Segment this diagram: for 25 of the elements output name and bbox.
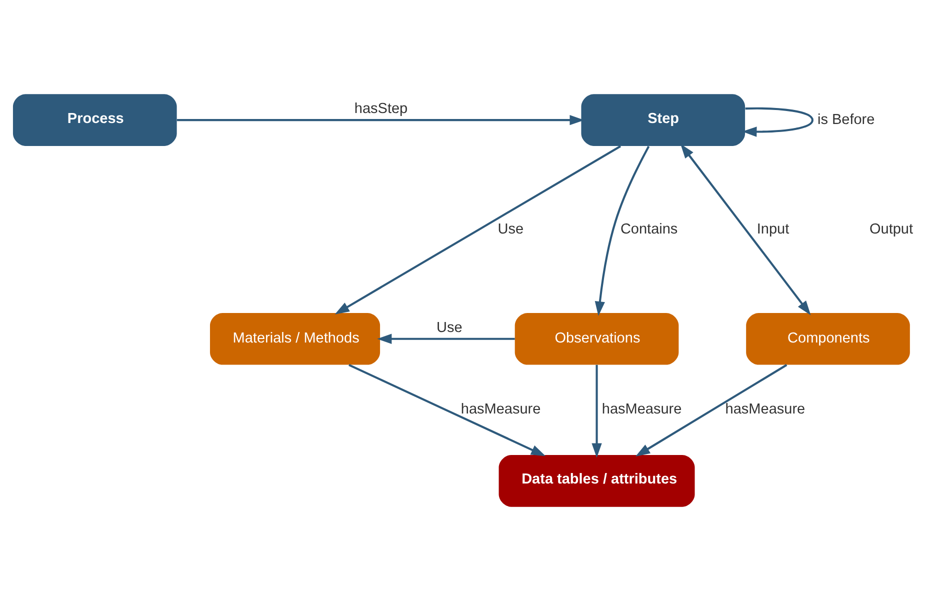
edge-label: is Before bbox=[817, 112, 875, 128]
arrow bbox=[334, 145, 622, 314]
node-box: Observations bbox=[514, 312, 679, 365]
node-box: Data tables / attributes bbox=[498, 455, 695, 507]
edge-label: hasMeasure bbox=[725, 402, 806, 418]
node-box: Process bbox=[12, 94, 177, 146]
edge-label: Contains bbox=[620, 221, 678, 238]
edge-label: hasStep bbox=[354, 101, 408, 118]
arrow bbox=[592, 364, 602, 458]
edge-label: Input bbox=[756, 221, 790, 238]
arrow bbox=[742, 107, 814, 137]
edge-label: Use bbox=[498, 221, 524, 238]
arrow bbox=[594, 146, 650, 316]
arrow bbox=[635, 364, 788, 456]
arrow bbox=[176, 114, 584, 126]
arrow bbox=[680, 144, 811, 316]
arrow bbox=[348, 364, 546, 456]
label: Output bbox=[869, 221, 914, 238]
edge-label: hasMeasure bbox=[602, 402, 682, 418]
edge-label: hasMeasure bbox=[460, 402, 541, 418]
node-box: Materials / Methods bbox=[210, 312, 380, 365]
edge-label: Use bbox=[436, 320, 462, 336]
node-box: Components bbox=[746, 312, 910, 365]
arrow bbox=[377, 334, 515, 344]
node-box: Step bbox=[581, 94, 746, 146]
